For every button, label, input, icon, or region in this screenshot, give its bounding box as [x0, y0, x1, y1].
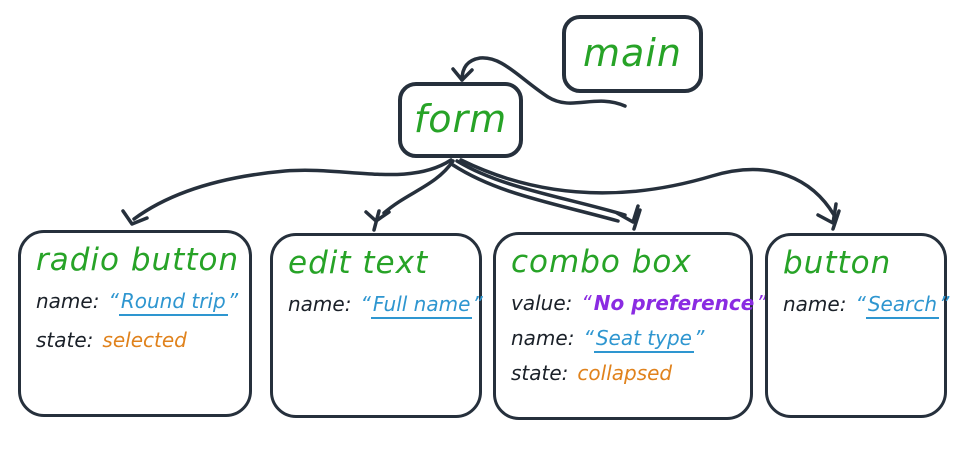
edit-name-prop: name: “Full name” [288, 292, 483, 320]
combo-name-prop: name: “Seat type” [511, 326, 735, 354]
node-edit-text: edit text name: “Full name” [270, 233, 483, 418]
open-quote: “ [855, 292, 866, 317]
arrowhead-icon [451, 67, 474, 82]
open-quote: “ [583, 326, 594, 351]
prop-value-value: No preference [593, 291, 755, 316]
prop-label: name: [783, 292, 847, 317]
node-button: button name: “Search” [765, 233, 949, 418]
radio-name-prop: name: “Round trip” [36, 289, 238, 317]
close-quote: ” [756, 291, 767, 316]
arrow-form-to-combo-box [451, 159, 642, 231]
close-quote: ” [472, 292, 483, 317]
node-form: form [398, 82, 523, 158]
button-name-prop: name: “Search” [783, 292, 949, 320]
node-combo-box-title: combo box [511, 244, 692, 280]
open-quote: “ [108, 289, 119, 314]
combo-state-prop: state: collapsed [511, 361, 735, 385]
node-main: main [562, 15, 703, 93]
prop-label: name: [36, 289, 100, 314]
radio-state-prop: state: selected [36, 328, 234, 352]
close-quote: ” [693, 326, 705, 351]
open-quote: “ [360, 292, 371, 317]
arrowhead-icon [615, 204, 640, 224]
combo-value-prop: value: “No preference” [511, 291, 767, 316]
prop-value-name: Full name [370, 292, 473, 320]
open-quote: “ [581, 291, 592, 316]
prop-value-name: Seat type [593, 326, 694, 354]
prop-label: value: [511, 291, 573, 316]
arrow-form-to-radio-button [121, 158, 453, 226]
prop-value-name: Round trip [118, 289, 228, 317]
arrow-form-to-edit-text [364, 159, 455, 232]
arrowhead-icon [816, 202, 838, 225]
prop-label: name: [511, 326, 575, 351]
prop-label: state: [36, 328, 94, 353]
node-combo-box: combo box value:“No preference” name:“Se… [493, 232, 767, 420]
close-quote: ” [939, 292, 950, 317]
arrowhead-icon [364, 210, 391, 223]
prop-label: state: [511, 361, 569, 386]
node-radio-button-title: radio button [36, 242, 240, 278]
close-quote: ” [227, 289, 239, 314]
arrowhead-icon [121, 209, 149, 226]
prop-value-name: Search [865, 292, 939, 320]
prop-label: name: [288, 292, 352, 317]
node-edit-text-title: edit text [288, 245, 429, 281]
prop-value-state: selected [102, 328, 187, 353]
node-form-label: form [413, 97, 508, 142]
arrow-form-to-button [459, 158, 841, 231]
node-main-label: main [583, 31, 682, 76]
prop-value-state: collapsed [577, 361, 673, 386]
node-radio-button: radio button name: “Round trip” state: sel… [18, 230, 252, 417]
node-button-title: button [783, 245, 892, 281]
